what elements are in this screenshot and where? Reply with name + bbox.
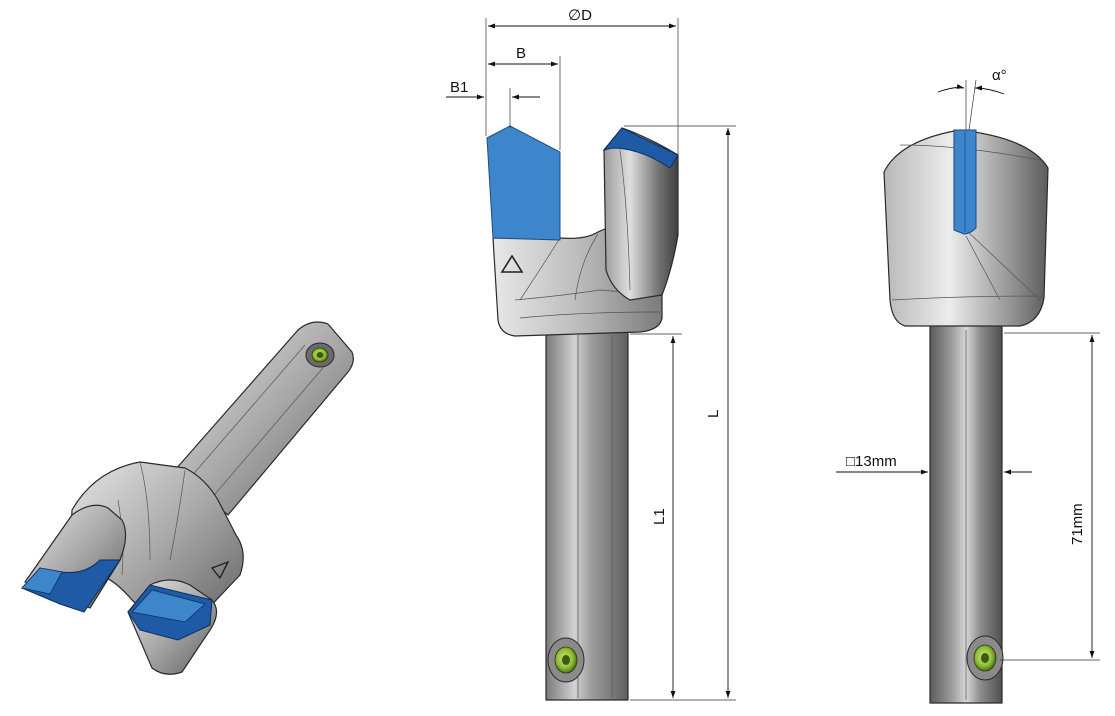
iso-triangle-mark-icon (210, 560, 230, 580)
dim-width-b-label: B (516, 45, 526, 62)
dim-angle-label: α° (992, 67, 1007, 84)
isometric-view (21, 321, 354, 675)
front-shank (545, 329, 629, 701)
front-triangle-mark-icon (500, 254, 524, 273)
dim-diameter-label: ∅D (568, 7, 592, 24)
iso-shank (174, 321, 354, 516)
dim-length-shank-label: L1 (651, 508, 668, 525)
iso-head-body (69, 461, 244, 631)
dim-width-b1-label: B1 (450, 79, 468, 96)
side-view (883, 129, 1049, 704)
dim-length-total-label: L (705, 410, 722, 418)
dim-shank-square-label: □13mm (846, 453, 897, 470)
front-carbide-tip-left (486, 125, 561, 241)
dim-shank-length-label: 71mm (1069, 503, 1086, 545)
dimensions: ∅D B B1 L L1 α° □13mm 71mm (446, 7, 1100, 701)
front-view (486, 125, 679, 701)
